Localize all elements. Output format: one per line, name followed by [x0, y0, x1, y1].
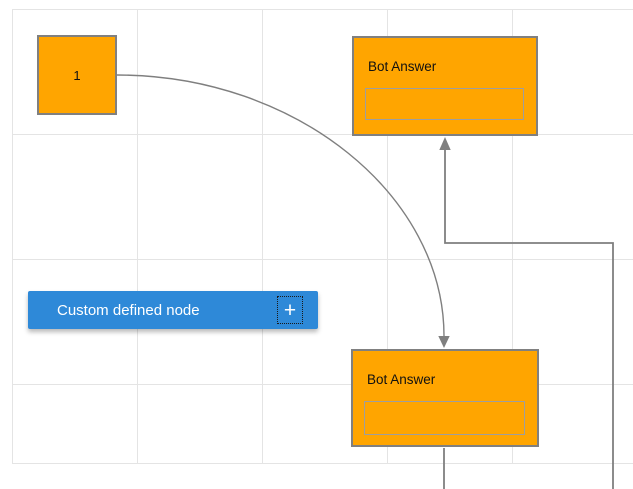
arrowhead-down [438, 336, 450, 348]
custom-node-label: Custom defined node [57, 301, 200, 319]
bot-answer-node-bottom[interactable]: Bot Answer [351, 349, 539, 447]
custom-defined-node[interactable]: Custom defined node + [28, 291, 318, 329]
bot-answer-input-field[interactable] [364, 401, 525, 435]
plus-icon: + [283, 298, 297, 322]
bot-answer-input-field[interactable] [365, 88, 524, 120]
node-title: Bot Answer [367, 372, 436, 387]
arrowhead-up [439, 137, 451, 150]
connector-curved[interactable] [116, 74, 445, 337]
start-node[interactable]: 1 [37, 35, 117, 115]
bot-answer-node-top[interactable]: Bot Answer [352, 36, 538, 136]
start-node-label: 1 [73, 67, 81, 83]
node-title: Bot Answer [368, 59, 437, 74]
connector-orthogonal[interactable] [444, 150, 614, 489]
add-plus-button[interactable]: + [277, 296, 303, 324]
